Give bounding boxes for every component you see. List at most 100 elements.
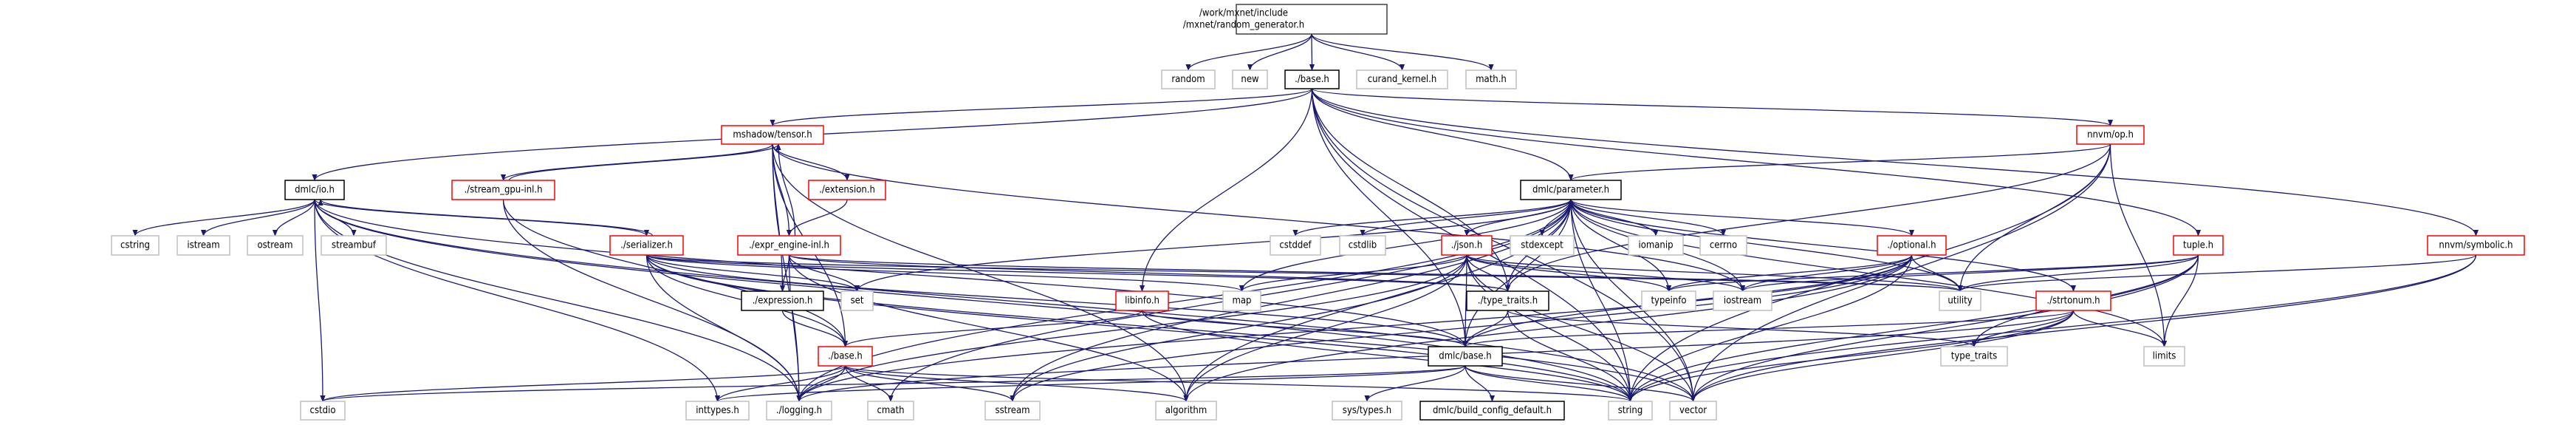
node-root[interactable]: /work/mxnet/include/mxnet/random_generat… [1183, 4, 1388, 35]
node-box [1441, 235, 1493, 256]
node-tuple[interactable]: tuple.h [2173, 235, 2224, 256]
node-base[interactable]: ./base.h [1284, 69, 1340, 89]
edge-exprengine-to-algorithm [788, 254, 1189, 402]
node-nnvmop[interactable]: nnvm/op.h [2076, 125, 2145, 145]
node-label: tuple.h [2183, 240, 2213, 251]
edge-json-to-typeinfo [1466, 254, 1671, 292]
edge-typetraitsh-to-type_traits [1507, 310, 1977, 347]
node-strtonum[interactable]: ./strtonum.h [2035, 290, 2111, 311]
node-label: iostream [1724, 296, 1761, 307]
node-label: iomanip [1638, 240, 1673, 251]
node-logging: ./logging.h [766, 401, 832, 421]
node-serializer[interactable]: ./serializer.h [609, 235, 684, 256]
edge-json-to-sstream [1010, 254, 1467, 402]
edge-serializer-to-utility [645, 254, 1962, 292]
edge-json-to-vector [1466, 254, 1696, 402]
node-mbase[interactable]: ./base.h [818, 346, 873, 367]
node-label: dmlc/build_config_default.h [1433, 405, 1552, 416]
node-optional[interactable]: ./optional.h [1877, 235, 1947, 256]
edge-nnvmop-to-vector [1690, 143, 2111, 402]
node-label: mshadow/tensor.h [733, 129, 812, 140]
node-label: ./expression.h [753, 296, 813, 307]
node-sstream: sstream [984, 401, 1041, 421]
node-box [984, 401, 1041, 421]
node-box [1332, 401, 1402, 421]
edge-tensor-to-iostream [772, 143, 1745, 292]
node-expression[interactable]: ./expression.h [741, 290, 824, 311]
node-label: algorithm [1165, 405, 1207, 416]
node-buildcfg[interactable]: dmlc/build_config_default.h [1419, 401, 1565, 421]
edge-parameter-to-utility [1570, 199, 1963, 292]
edge-serializer-to-set [645, 254, 860, 292]
edge-streamgpu-to-tensor [508, 143, 781, 181]
node-label: istream [187, 240, 219, 251]
node-extension[interactable]: ./extension.h [808, 180, 886, 200]
node-label: dmlc/parameter.h [1532, 185, 1609, 196]
node-box [321, 235, 387, 256]
node-label: ./extension.h [819, 185, 875, 196]
node-type_traits: type_traits [1940, 346, 2008, 367]
node-json[interactable]: ./json.h [1441, 235, 1493, 256]
node-cstring: cstring [111, 235, 160, 256]
edge-dmlcbase-to-inttypes [715, 365, 1466, 402]
edge-serializer-to-typetraitsh [645, 254, 1510, 292]
node-iomanip: iomanip [1628, 235, 1684, 256]
node-box [1419, 401, 1565, 421]
node-box [2427, 235, 2525, 256]
node-parameter[interactable]: dmlc/parameter.h [1520, 180, 1622, 200]
edge-json-to-map [1239, 254, 1467, 292]
edge-base-to-tuple [1311, 88, 2201, 237]
edge-dmlcbase-to-buildcfg [1465, 365, 1496, 402]
edge-io-to-string [314, 199, 1633, 402]
node-label: string [1618, 405, 1643, 416]
edge-nnvmop-to-typetraitsh [1504, 143, 2111, 292]
node-box [1466, 290, 1549, 311]
node-box [247, 235, 304, 256]
edge-tuple-to-vector [1690, 254, 2199, 402]
edge-optional-to-iostream [1739, 254, 1913, 292]
node-label: curand_kernel.h [1368, 74, 1437, 85]
node-label: sys/types.h [1343, 405, 1391, 416]
edge-json-to-algorithm [1183, 254, 1467, 402]
node-box [1628, 235, 1684, 256]
edge-io-to-vector [314, 199, 1696, 402]
node-box [2143, 346, 2185, 367]
edge-serializer-to-io [318, 199, 654, 237]
node-libinfo[interactable]: libinfo.h [1115, 290, 1169, 311]
node-box [1713, 290, 1772, 311]
node-io[interactable]: dmlc/io.h [284, 180, 345, 200]
node-typetraitsh[interactable]: ./type_traits.h [1466, 290, 1549, 311]
node-box [1465, 69, 1517, 89]
node-inttypes: inttypes.h [685, 401, 750, 421]
node-cerrno: cerrno [1699, 235, 1747, 256]
node-box [1520, 180, 1622, 200]
node-label: dmlc/base.h [1439, 351, 1491, 362]
node-box [741, 290, 824, 311]
node-box [609, 235, 684, 256]
node-symbolic[interactable]: nnvm/symbolic.h [2427, 235, 2525, 256]
node-box [685, 401, 750, 421]
node-box [451, 180, 555, 200]
node-exprengine[interactable]: ./expr_engine-inl.h [737, 235, 841, 256]
node-label: ./json.h [1451, 240, 1483, 251]
node-label: utility [1948, 296, 1972, 307]
node-tensor[interactable]: mshadow/tensor.h [721, 125, 824, 145]
node-dmlcbase[interactable]: dmlc/base.h [1428, 346, 1503, 367]
edge-parameter-to-string [1570, 199, 1634, 402]
edge-strtonum-to-vector [1690, 310, 2075, 402]
node-typeinfo: typeinfo [1641, 290, 1696, 311]
node-limits: limits [2143, 346, 2185, 367]
node-label: ./base.h [1295, 74, 1329, 85]
node-cmath: cmath [867, 401, 914, 421]
node-box [1940, 346, 2008, 367]
edge-strtonum-to-dmlcbase [1462, 310, 2075, 347]
node-label: ./stream_gpu-inl.h [465, 185, 543, 196]
node-cstddef: cstddef [1270, 235, 1321, 256]
edge-io-to-logging [314, 199, 802, 402]
edge-parameter-to-logging [796, 199, 1572, 402]
edge-json-to-iostream [1466, 254, 1745, 292]
node-box [840, 290, 874, 311]
node-streamgpu[interactable]: ./stream_gpu-inl.h [451, 180, 555, 200]
edge-tuple-to-limits [2161, 254, 2199, 347]
node-box [2173, 235, 2224, 256]
